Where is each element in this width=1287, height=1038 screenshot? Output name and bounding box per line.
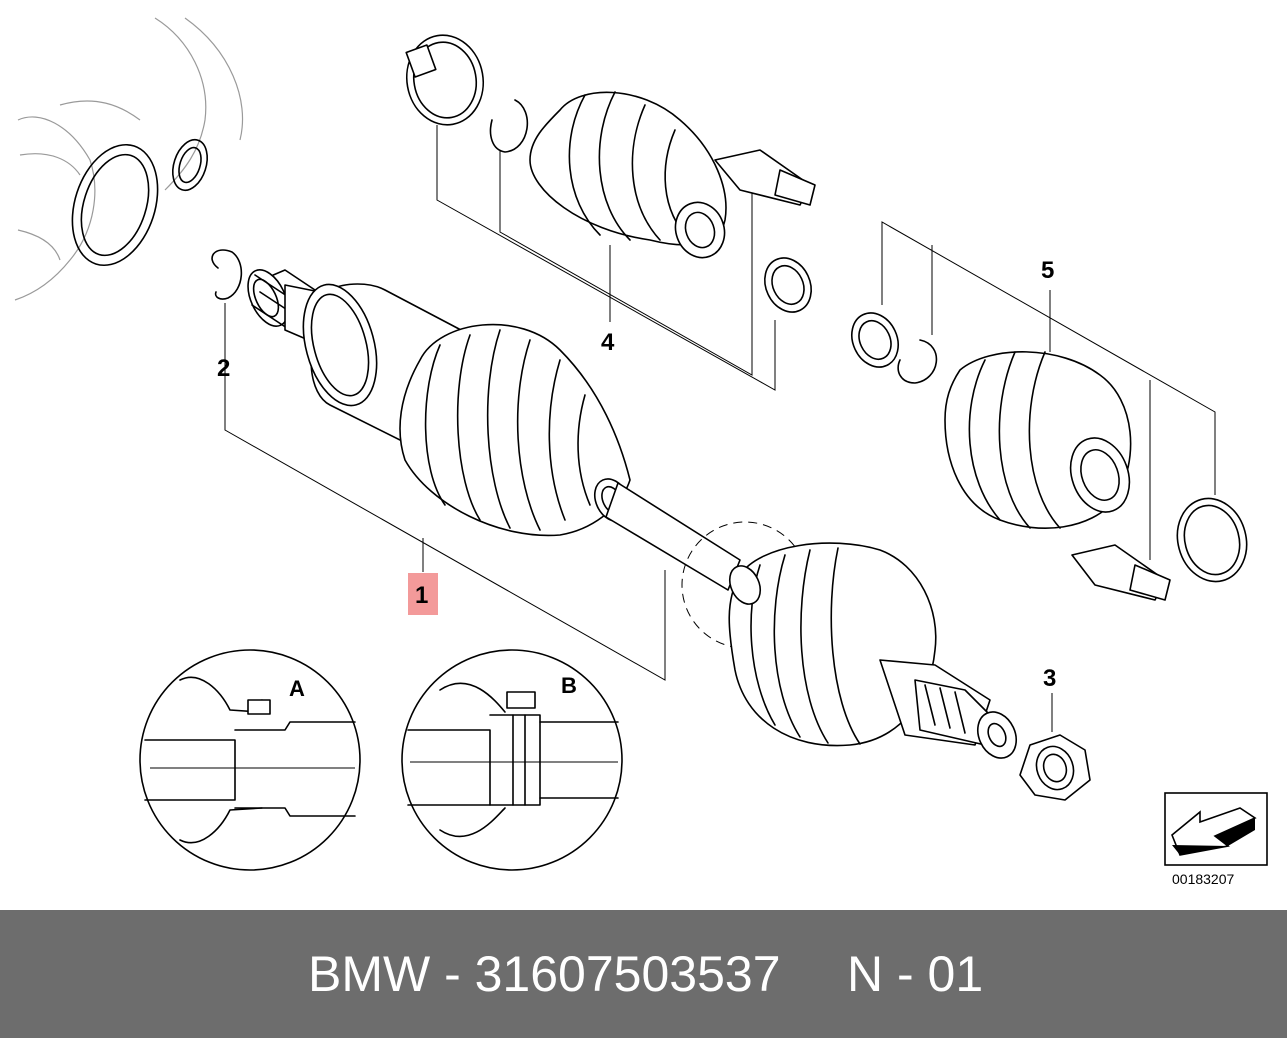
callout-1: 1	[415, 582, 428, 609]
detail-view-a	[139, 649, 361, 871]
drive-shaft-assembly	[211, 249, 1018, 759]
detail-view-b	[401, 649, 623, 871]
highlight-box	[408, 573, 438, 615]
footer-page-code: N - 01	[847, 946, 984, 1002]
callout-5: 5	[1041, 257, 1054, 284]
callout-3: 3	[1043, 665, 1056, 692]
callout-4: 4	[601, 329, 615, 356]
orientation-arrow-box	[1164, 792, 1268, 866]
transmission-housing-sketch	[14, 17, 244, 301]
callout-2: 2	[217, 355, 230, 382]
exploded-parts-diagram: 1 2 3 4 5 A B 00183207	[14, 17, 1268, 887]
diagram-number: 00183207	[1172, 871, 1235, 887]
outer-boot-kit	[851, 312, 1248, 601]
circlip-ring	[211, 249, 243, 300]
inner-boot-kit	[405, 34, 816, 313]
axle-nut	[1019, 734, 1091, 801]
detail-label-a: A	[289, 676, 305, 701]
footer-bar: BMW - 31607503537 N - 01	[0, 910, 1287, 1038]
detail-label-b: B	[561, 673, 577, 698]
footer-part-number: BMW - 31607503537	[308, 946, 781, 1002]
leader-lines	[224, 125, 1216, 732]
